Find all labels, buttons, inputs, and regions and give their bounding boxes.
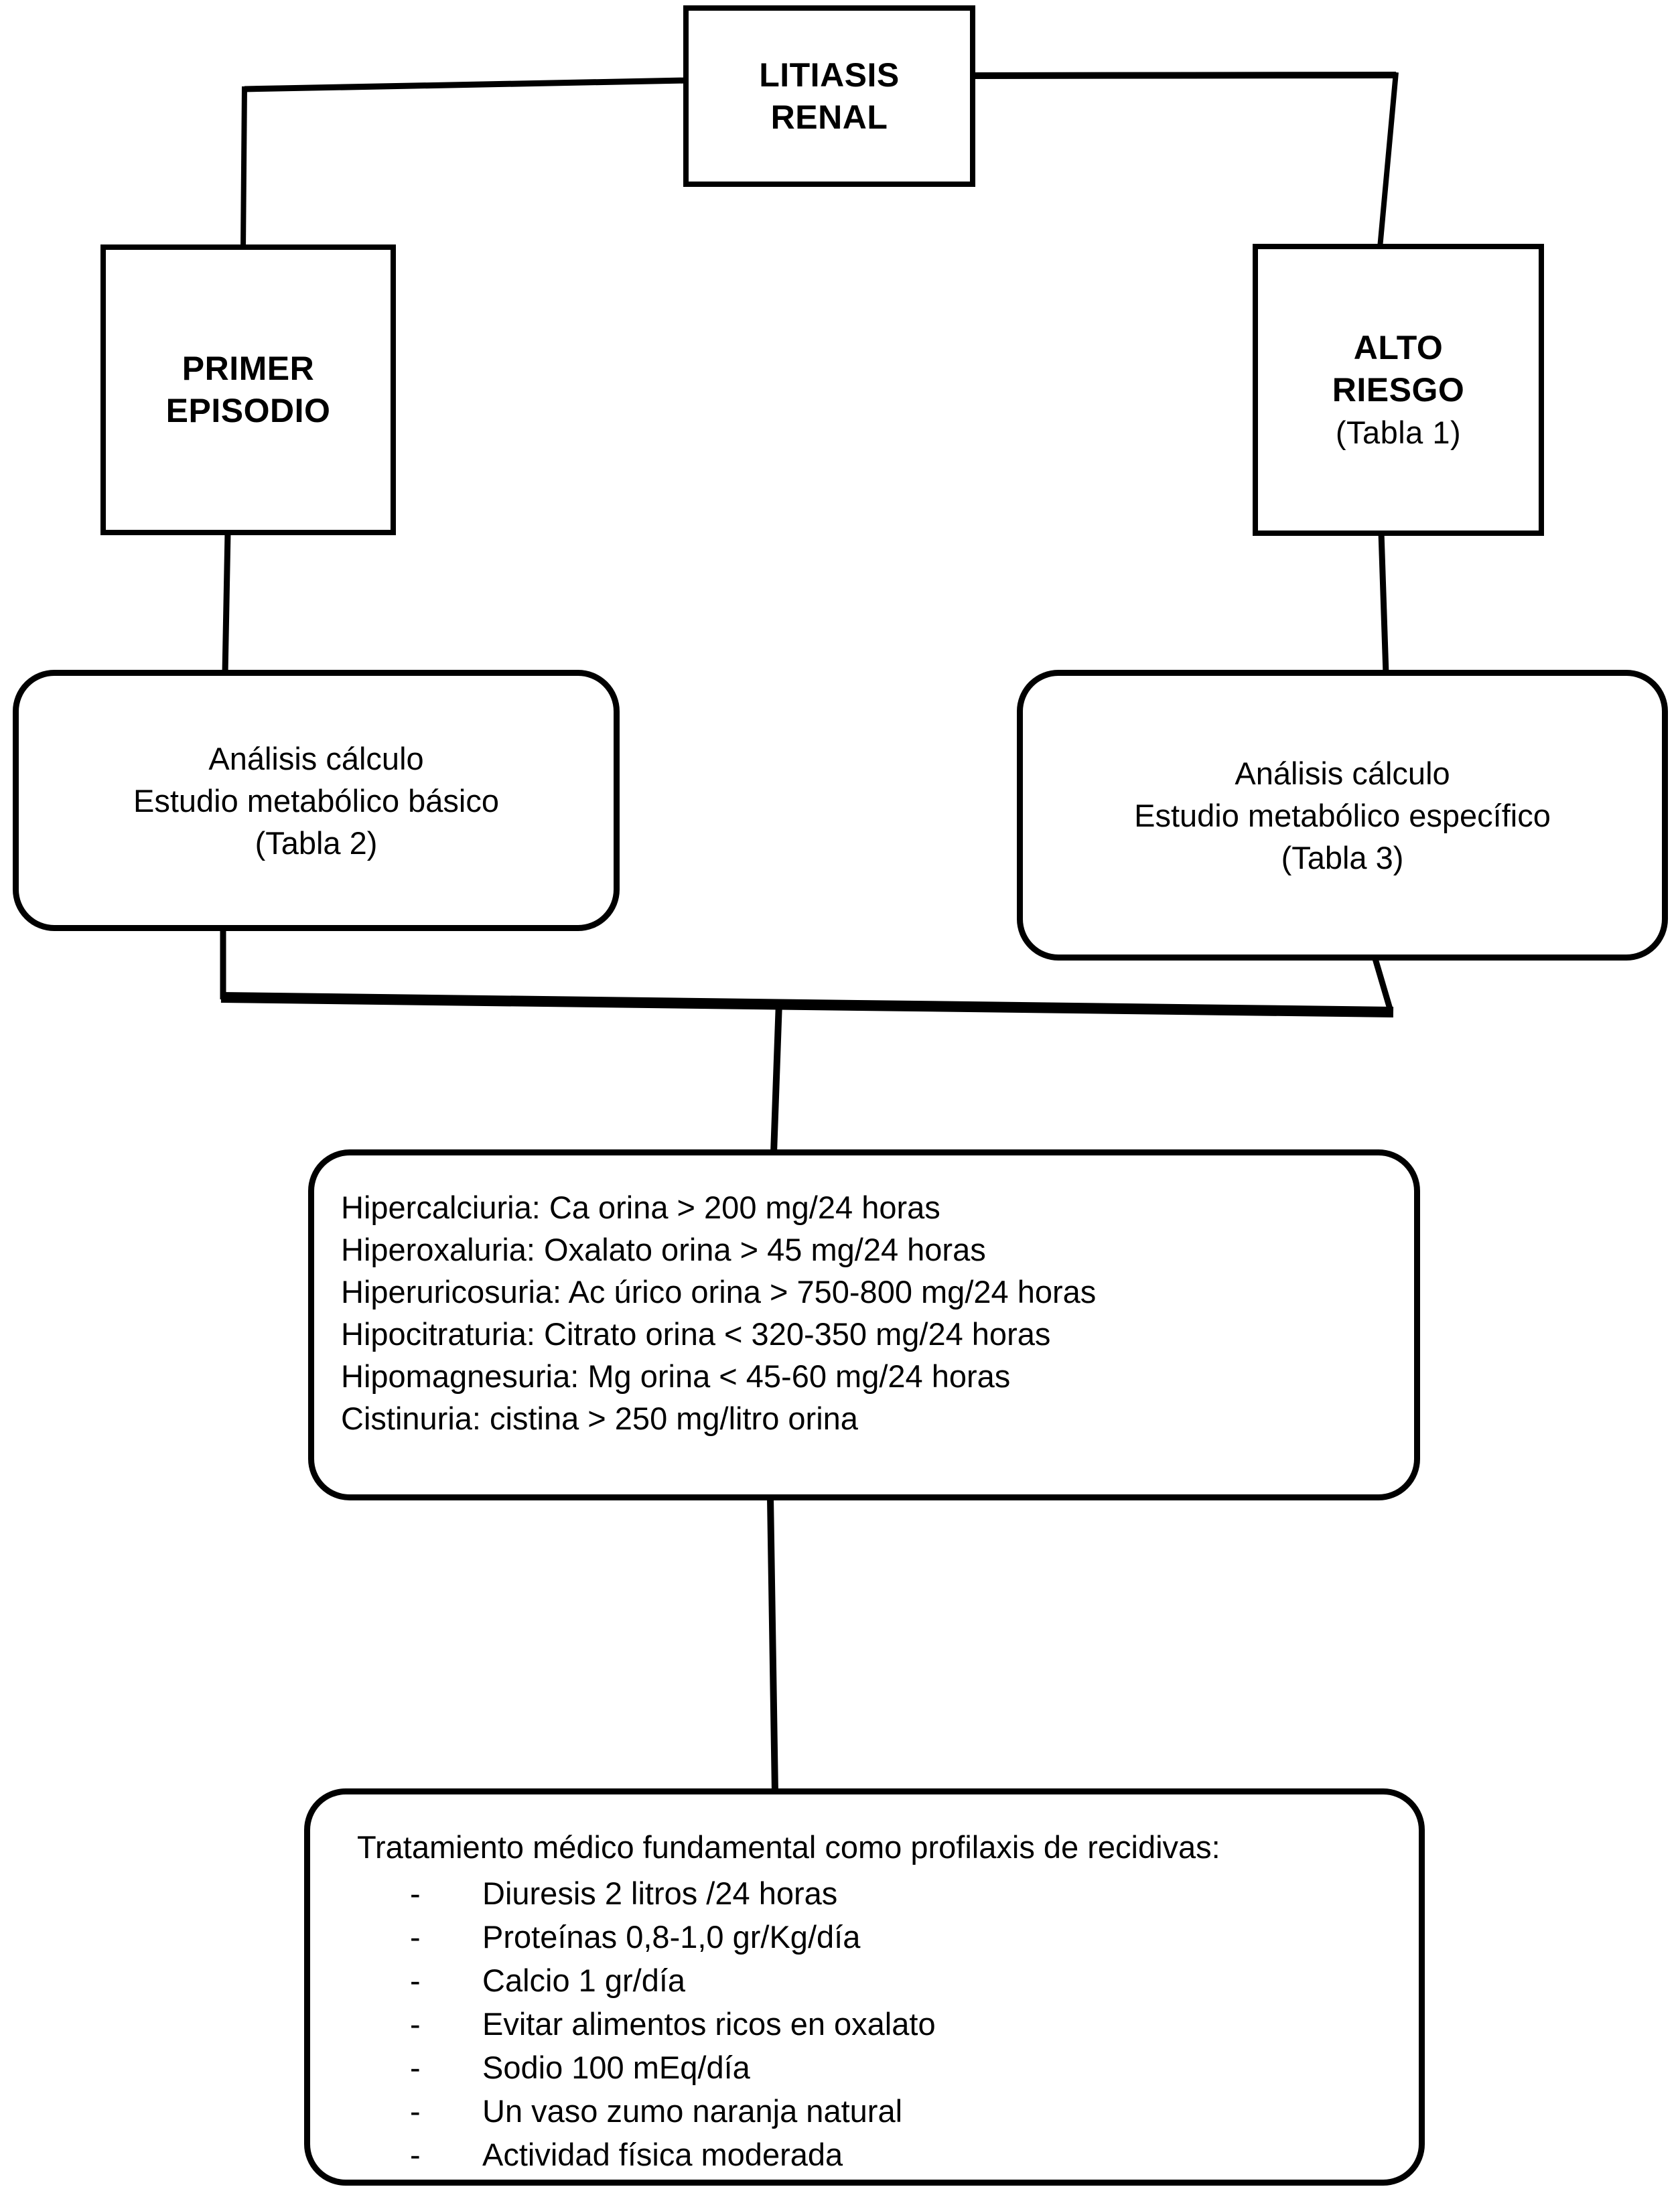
node-text-line: Estudio metabólico básico: [133, 782, 500, 819]
node-text-line: Análisis cálculo: [208, 740, 424, 776]
criterio-cistinuria: Cistinuria: cistina > 250 mg/litro orina: [341, 1401, 858, 1436]
connector-root-left-vertical: [240, 86, 247, 250]
tratamiento-item: - Sodio 100 mEq/día: [310, 2046, 1399, 2089]
node-alto-riesgo: ALTO RIESGO (Tabla 1): [1253, 244, 1544, 536]
bullet-dash: -: [410, 2050, 421, 2085]
tratamiento-item-text: Sodio 100 mEq/día: [482, 2050, 750, 2085]
criterio-hipercalciuria: Hipercalciuria: Ca orina > 200 mg/24 hor…: [341, 1190, 940, 1225]
tratamiento-item: - Proteínas 0,8-1,0 gr/Kg/día: [310, 1915, 1399, 1959]
criterio-hiperuricosuria: Hiperuricosuria: Ac úrico orina > 750-80…: [341, 1274, 1097, 1310]
node-title-line: EPISODIO: [165, 392, 331, 429]
tratamiento-item-text: Actividad física moderada: [482, 2137, 843, 2172]
node-tratamiento: Tratamiento médico fundamental como prof…: [304, 1788, 1425, 2186]
criterio-hiperoxaluria: Hiperoxaluria: Oxalato orina > 45 mg/24 …: [341, 1232, 986, 1267]
connector-alto-especifico: [1378, 532, 1389, 675]
bullet-dash: -: [410, 2006, 421, 2042]
criterio-hipocitraturia: Hipocitraturia: Citrato orina < 320-350 …: [341, 1316, 1051, 1352]
connector-root-right-horizontal: [971, 72, 1397, 79]
tratamiento-item: - Un vaso zumo naranja natural: [310, 2089, 1399, 2133]
node-title-line: LITIASIS: [759, 56, 900, 94]
connector-root-right-vertical: [1377, 72, 1399, 249]
tratamiento-item-text: Calcio 1 gr/día: [482, 1963, 686, 1998]
tratamiento-item: - Actividad física moderada: [310, 2133, 1399, 2176]
node-analisis-basico: Análisis cálculo Estudio metabólico bási…: [13, 670, 620, 931]
tratamiento-item-text: Diuresis 2 litros /24 horas: [482, 1876, 838, 1911]
tratamiento-item-text: Proteínas 0,8-1,0 gr/Kg/día: [482, 1919, 861, 1955]
node-text-line: Análisis cálculo: [1235, 755, 1450, 791]
connector-criterios-tratamiento: [767, 1497, 778, 1793]
tratamiento-item: - Diuresis 2 litros /24 horas: [310, 1871, 1399, 1915]
tratamiento-title: Tratamiento médico fundamental como prof…: [357, 1829, 1220, 1865]
node-primer-episodio: PRIMER EPISODIO: [100, 244, 396, 535]
tratamiento-item-text: Evitar alimentos ricos en oxalato: [482, 2006, 936, 2042]
node-table-reference: (Tabla 1): [1335, 414, 1462, 450]
node-title-line: RENAL: [770, 98, 888, 136]
tratamiento-item: - Calcio 1 gr/día: [310, 1959, 1399, 2002]
tratamiento-item: - Evitar alimentos ricos en oxalato: [310, 2002, 1399, 2046]
bullet-dash: -: [410, 2093, 421, 2129]
connector-converge-bar: [220, 992, 1394, 1017]
connector-root-left-horizontal: [244, 77, 688, 92]
node-title-line: PRIMER: [182, 350, 315, 387]
node-table-reference: (Tabla 3): [1281, 839, 1404, 875]
tratamiento-item-text: Un vaso zumo naranja natural: [482, 2093, 903, 2129]
bullet-dash: -: [410, 1919, 421, 1955]
bullet-dash: -: [410, 1963, 421, 1998]
node-litiasis-renal: LITIASIS RENAL: [683, 5, 975, 187]
tratamiento-list: - Diuresis 2 litros /24 horas - Proteínas …: [310, 1871, 1399, 2176]
node-text-line: Estudio metabólico específico: [1134, 797, 1551, 833]
bullet-dash: -: [410, 2137, 421, 2172]
connector-converge-criterios: [770, 1001, 782, 1154]
node-table-reference: (Tabla 2): [255, 825, 378, 861]
criterio-hipomagnesuria: Hipomagnesuria: Mg orina < 45-60 mg/24 h…: [341, 1358, 1011, 1394]
node-title-line: RIESGO: [1332, 370, 1465, 409]
connector-especifico-converge: [1371, 955, 1393, 1010]
node-criterios-metabolicos: Hipercalciuria: Ca orina > 200 mg/24 hor…: [308, 1149, 1420, 1500]
bullet-dash: -: [410, 1876, 421, 1911]
connector-primer-basico: [222, 532, 231, 675]
node-title-line: ALTO: [1353, 328, 1444, 366]
node-analisis-especifico: Análisis cálculo Estudio metabólico espe…: [1017, 670, 1668, 961]
